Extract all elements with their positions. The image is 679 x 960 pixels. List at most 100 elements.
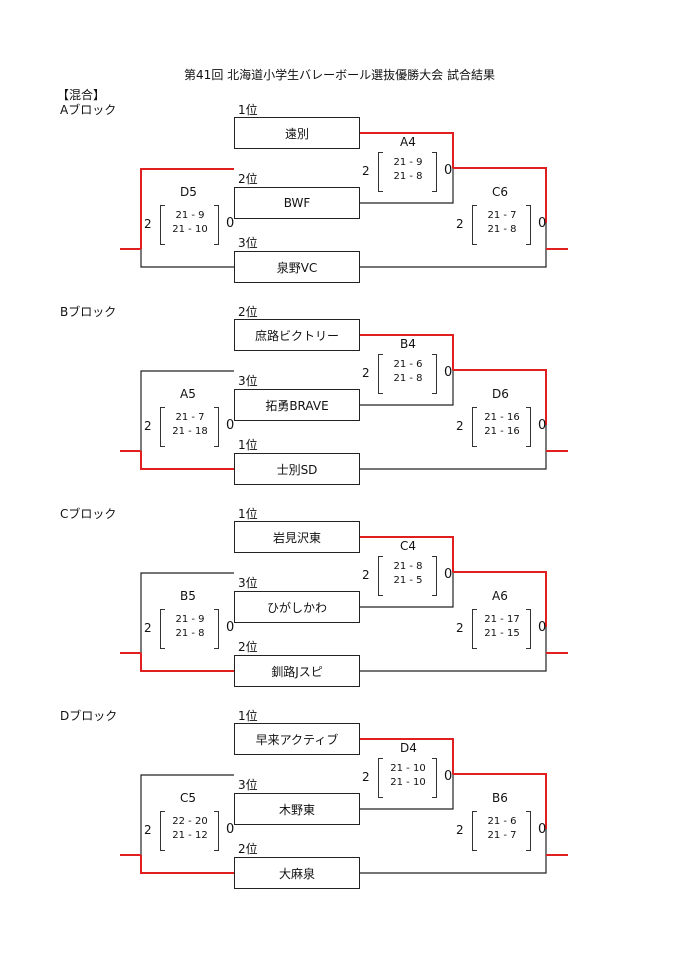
team-rank: 3位	[238, 236, 258, 250]
match-label: D5	[180, 185, 197, 199]
right-upper-line	[453, 167, 547, 223]
match-label: D6	[492, 387, 509, 401]
team-rank: 3位	[238, 374, 258, 388]
team-rank: 3位	[238, 576, 258, 590]
right-lower-line	[360, 223, 547, 268]
left-loser-line	[140, 774, 234, 855]
set-score-1: 21 - 16	[484, 412, 520, 423]
team-rank: 3位	[238, 778, 258, 792]
match-label: A5	[180, 387, 196, 401]
team-rank: 2位	[238, 842, 258, 856]
set-scores: 21 - 9 21 - 8	[163, 613, 217, 641]
set-score-2: 21 - 5	[393, 575, 423, 586]
inner-loser-line	[360, 370, 454, 406]
score-bracket-left	[378, 758, 383, 798]
set-score-1: 22 - 20	[172, 816, 208, 827]
inner-winner-line	[360, 334, 454, 370]
block-label: Dブロック	[60, 709, 118, 723]
score-bracket-left	[472, 407, 477, 447]
set-score-2: 21 - 8	[175, 628, 205, 639]
score-bracket-right	[526, 609, 531, 649]
left-winner-line	[140, 653, 234, 672]
score-bracket-left	[378, 354, 383, 394]
set-score-1: 21 - 6	[487, 816, 517, 827]
team-box: 釧路Jスピ	[234, 655, 360, 687]
inner-winner-line	[360, 738, 454, 774]
score-bracket-right	[432, 758, 437, 798]
set-score-1: 21 - 9	[393, 157, 423, 168]
score-bracket-left	[472, 205, 477, 245]
set-score-1: 21 - 8	[393, 561, 423, 572]
score-bracket-right	[214, 811, 219, 851]
inner-loser-line	[360, 168, 454, 204]
match-label: A6	[492, 589, 508, 603]
sets-won: 2	[362, 568, 370, 582]
left-loser-line	[140, 572, 234, 653]
match-label: C4	[400, 539, 417, 553]
match-label: A4	[400, 135, 416, 149]
sets-won: 2	[456, 823, 464, 837]
set-score-2: 21 - 10	[172, 224, 208, 235]
team-box: 大麻泉	[234, 857, 360, 889]
set-scores: 22 - 20 21 - 12	[163, 815, 217, 843]
left-loser-line	[140, 249, 234, 268]
sets-won: 2	[456, 419, 464, 433]
team-rank: 2位	[238, 172, 258, 186]
sets-won: 2	[144, 419, 152, 433]
set-score-2: 21 - 7	[487, 830, 517, 841]
sets-lost: 0	[538, 418, 547, 433]
sets-won: 2	[144, 217, 152, 231]
right-upper-line	[453, 369, 547, 425]
sets-won: 2	[362, 366, 370, 380]
bracket-lines	[120, 334, 568, 470]
score-bracket-right	[214, 205, 219, 245]
set-score-2: 21 - 15	[484, 628, 520, 639]
left-winner-line	[140, 451, 234, 470]
sets-lost: 0	[444, 769, 453, 784]
sets-lost: 0	[538, 620, 547, 635]
score-bracket-left	[160, 609, 165, 649]
score-bracket-right	[214, 609, 219, 649]
score-bracket-right	[432, 354, 437, 394]
left-winner-line	[140, 855, 234, 874]
team-rank: 2位	[238, 640, 258, 654]
set-scores: 21 - 8 21 - 5	[381, 560, 435, 588]
team-rank: 2位	[238, 305, 258, 319]
bracket-lines	[120, 132, 568, 268]
score-bracket-right	[526, 205, 531, 245]
score-bracket-right	[432, 152, 437, 192]
score-bracket-left	[160, 407, 165, 447]
sets-lost: 0	[444, 365, 453, 380]
inner-loser-line	[360, 774, 454, 810]
match-label: B6	[492, 791, 508, 805]
sets-won: 2	[144, 823, 152, 837]
set-score-1: 21 - 7	[487, 210, 517, 221]
right-lower-line	[360, 425, 547, 470]
sets-won: 2	[362, 770, 370, 784]
block-label: Cブロック	[60, 507, 117, 521]
score-bracket-left	[472, 811, 477, 851]
category-label: 【混合】	[57, 88, 106, 102]
set-score-2: 21 - 8	[393, 373, 423, 384]
team-box: ひがしかわ	[234, 591, 360, 623]
score-bracket-right	[526, 407, 531, 447]
inner-loser-line	[360, 572, 454, 608]
set-score-1: 21 - 9	[175, 614, 205, 625]
sets-lost: 0	[538, 822, 547, 837]
set-score-2: 21 - 12	[172, 830, 208, 841]
score-bracket-left	[472, 609, 477, 649]
team-box: BWF	[234, 187, 360, 219]
team-box: 士別SD	[234, 453, 360, 485]
sets-lost: 0	[226, 216, 235, 231]
score-bracket-right	[214, 407, 219, 447]
set-score-2: 21 - 10	[390, 777, 426, 788]
team-rank: 1位	[238, 507, 258, 521]
